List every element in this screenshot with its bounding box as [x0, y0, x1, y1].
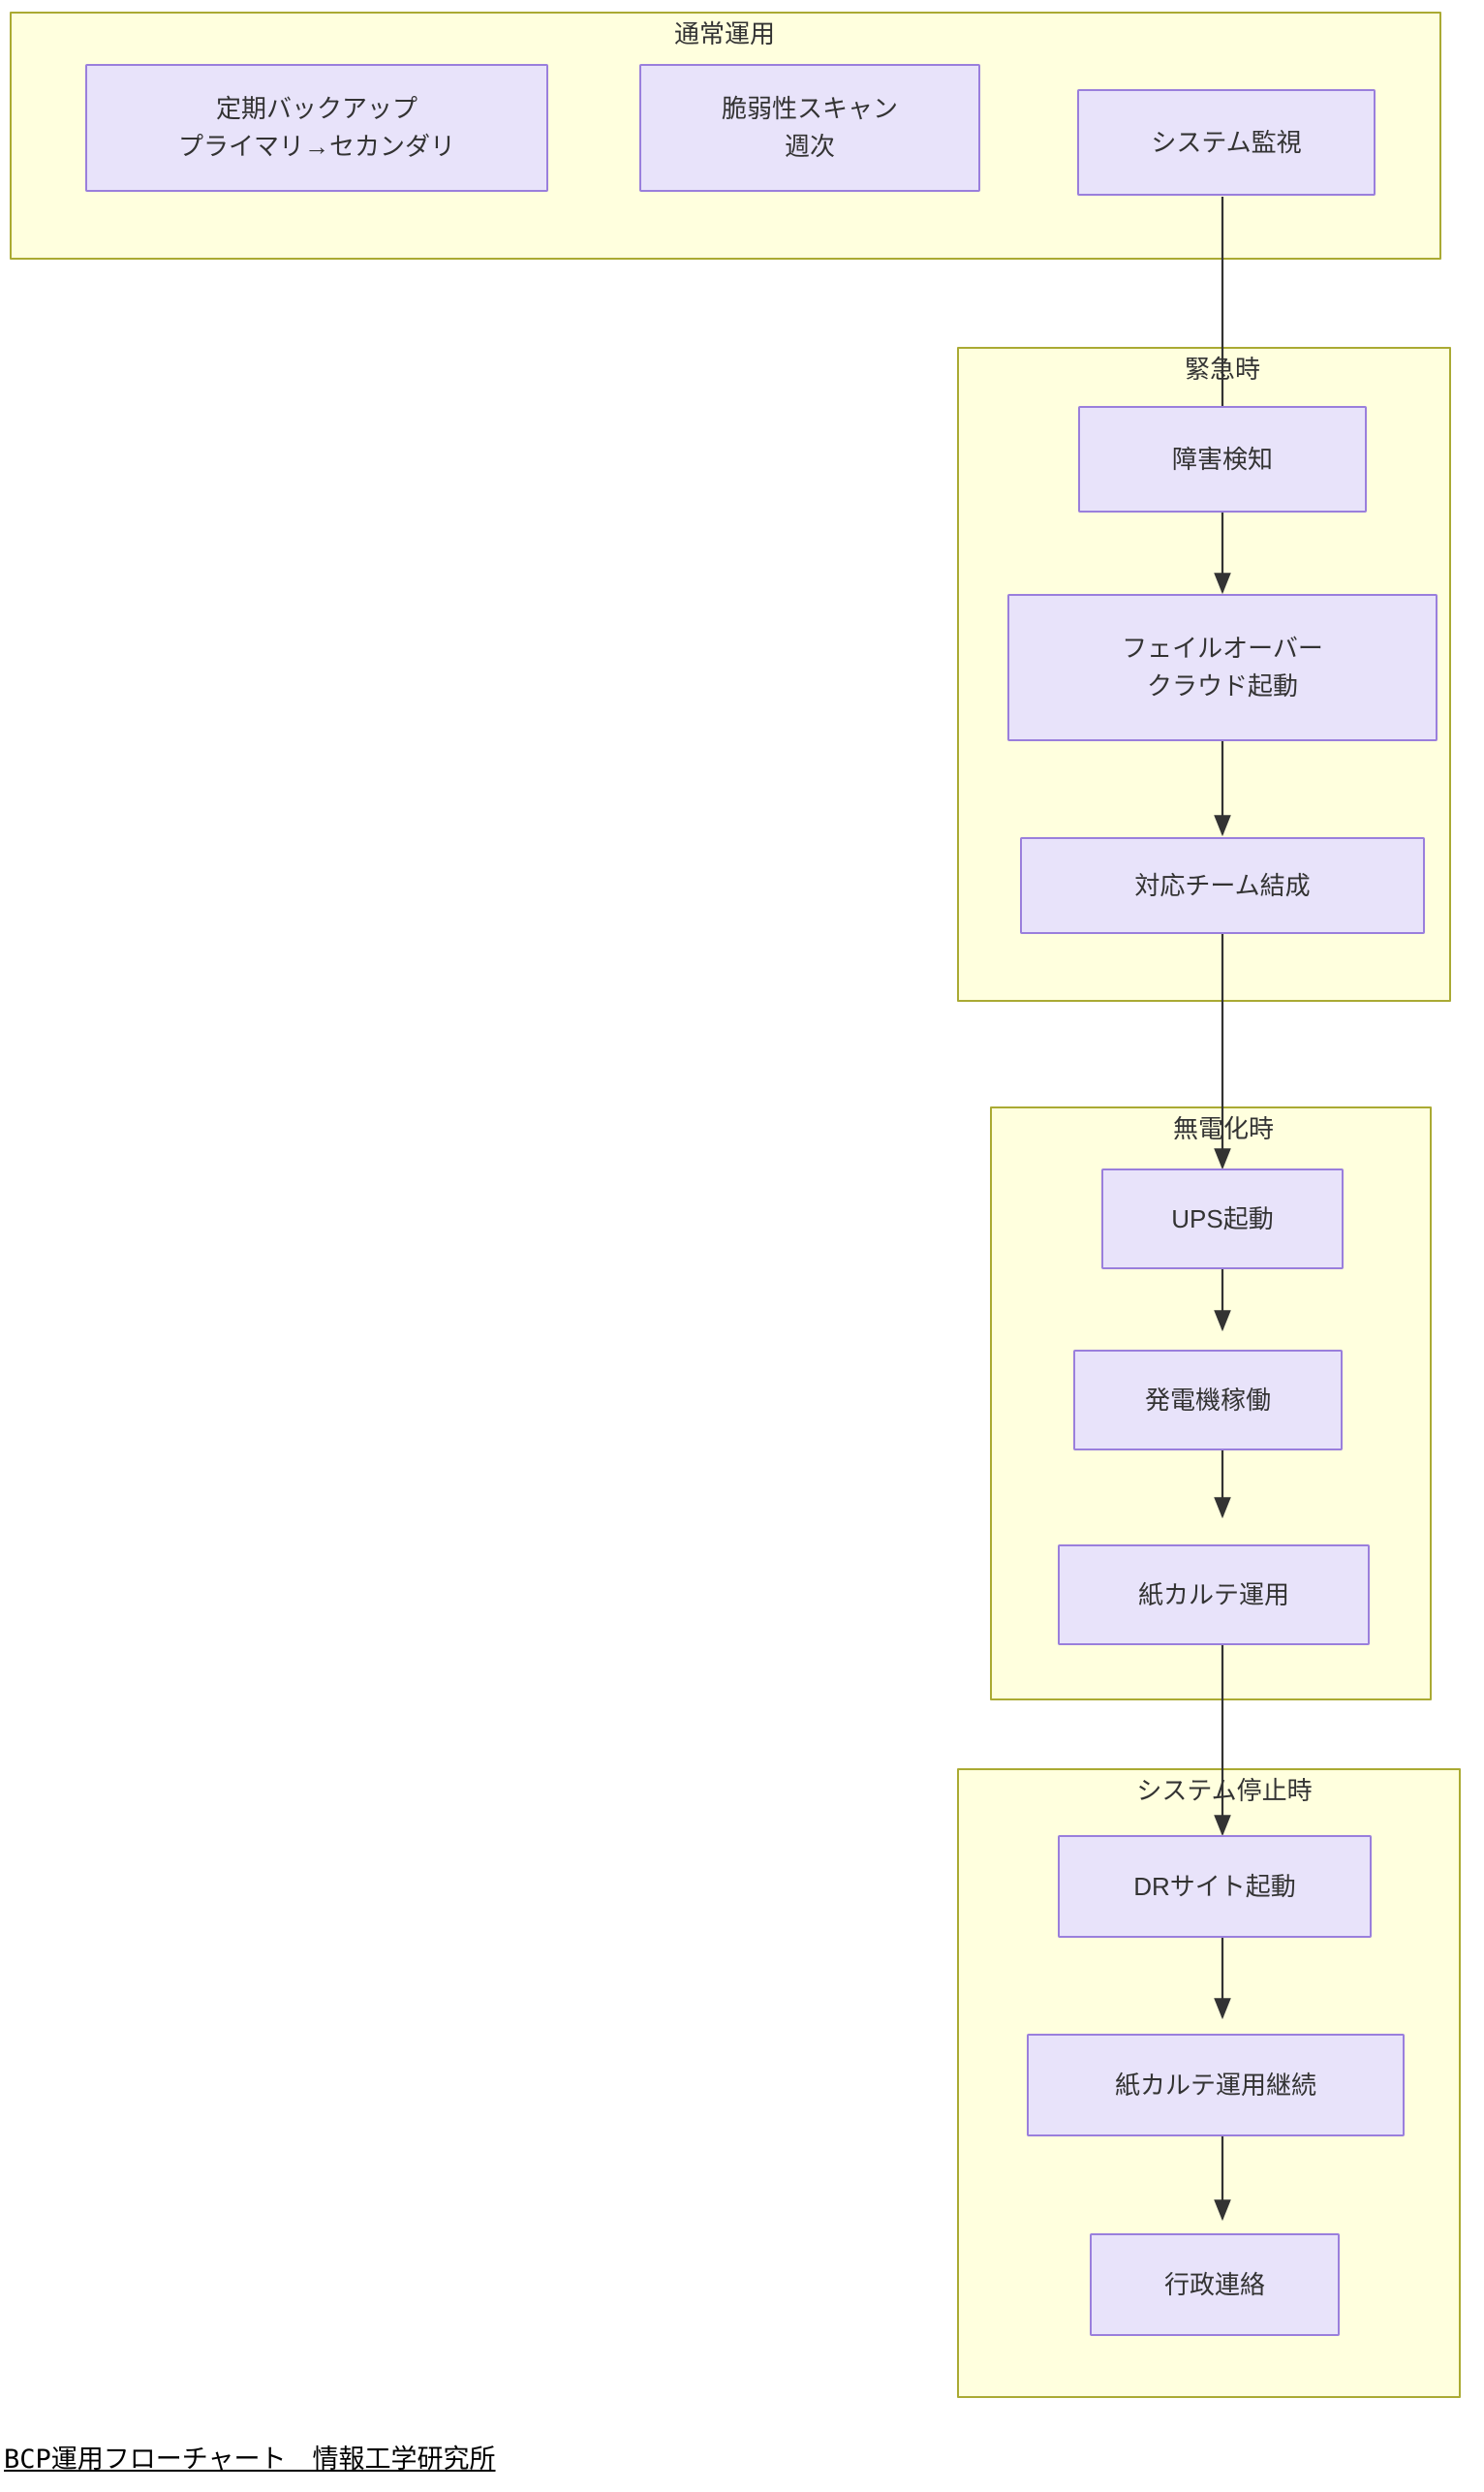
node-failover-line1: フェイルオーバー [1122, 634, 1323, 663]
node-dr-site-start[interactable]: DRサイト起動 [1058, 1835, 1372, 1938]
node-system-monitoring-label: システム監視 [1151, 127, 1302, 157]
cluster-label-system-halt: システム停止時 [1136, 1776, 1313, 1805]
node-fault-detection-label: 障害検知 [1171, 444, 1273, 474]
node-vulnerability-scan-line1: 脆弱性スキャン [721, 94, 898, 123]
node-ups-start[interactable]: UPS起動 [1101, 1168, 1344, 1269]
node-response-team-formation[interactable]: 対応チーム結成 [1020, 837, 1425, 934]
node-vulnerability-scan[interactable]: 脆弱性スキャン 週次 [639, 64, 980, 192]
node-vulnerability-scan-line2: 週次 [784, 132, 835, 161]
diagram-caption: BCP運用フローチャート 情報工学研究所 [4, 2445, 496, 2475]
cluster-label-normal-operation: 通常運用 [673, 19, 775, 48]
node-dr-site-start-label: DRサイト起動 [1133, 1871, 1296, 1901]
node-failover-cloud-start[interactable]: フェイルオーバー クラウド起動 [1007, 594, 1438, 741]
node-paper-chart-continuation-label: 紙カルテ運用継続 [1114, 2070, 1316, 2100]
node-government-contact[interactable]: 行政連絡 [1090, 2233, 1340, 2336]
node-periodic-backup[interactable]: 定期バックアップ プライマリ→セカンダリ [85, 64, 548, 192]
node-paper-chart-operation[interactable]: 紙カルテ運用 [1058, 1544, 1370, 1645]
node-response-team-label: 対応チーム結成 [1134, 870, 1311, 900]
node-generator-operation[interactable]: 発電機稼働 [1073, 1350, 1343, 1450]
node-ups-start-label: UPS起動 [1171, 1203, 1274, 1233]
node-failover-line2: クラウド起動 [1146, 671, 1298, 701]
node-paper-chart-continuation[interactable]: 紙カルテ運用継続 [1027, 2034, 1405, 2136]
node-paper-chart-operation-label: 紙カルテ運用 [1137, 1579, 1289, 1609]
cluster-label-power-outage: 無電化時 [1172, 1114, 1274, 1143]
node-fault-detection[interactable]: 障害検知 [1078, 406, 1367, 513]
cluster-label-emergency: 緊急時 [1184, 355, 1260, 384]
node-generator-operation-label: 発電機稼働 [1144, 1385, 1271, 1415]
node-periodic-backup-line2: プライマリ→セカンダリ [177, 132, 455, 161]
node-government-contact-label: 行政連絡 [1163, 2269, 1265, 2299]
node-system-monitoring[interactable]: システム監視 [1077, 89, 1376, 196]
node-periodic-backup-line1: 定期バックアップ [215, 94, 417, 123]
